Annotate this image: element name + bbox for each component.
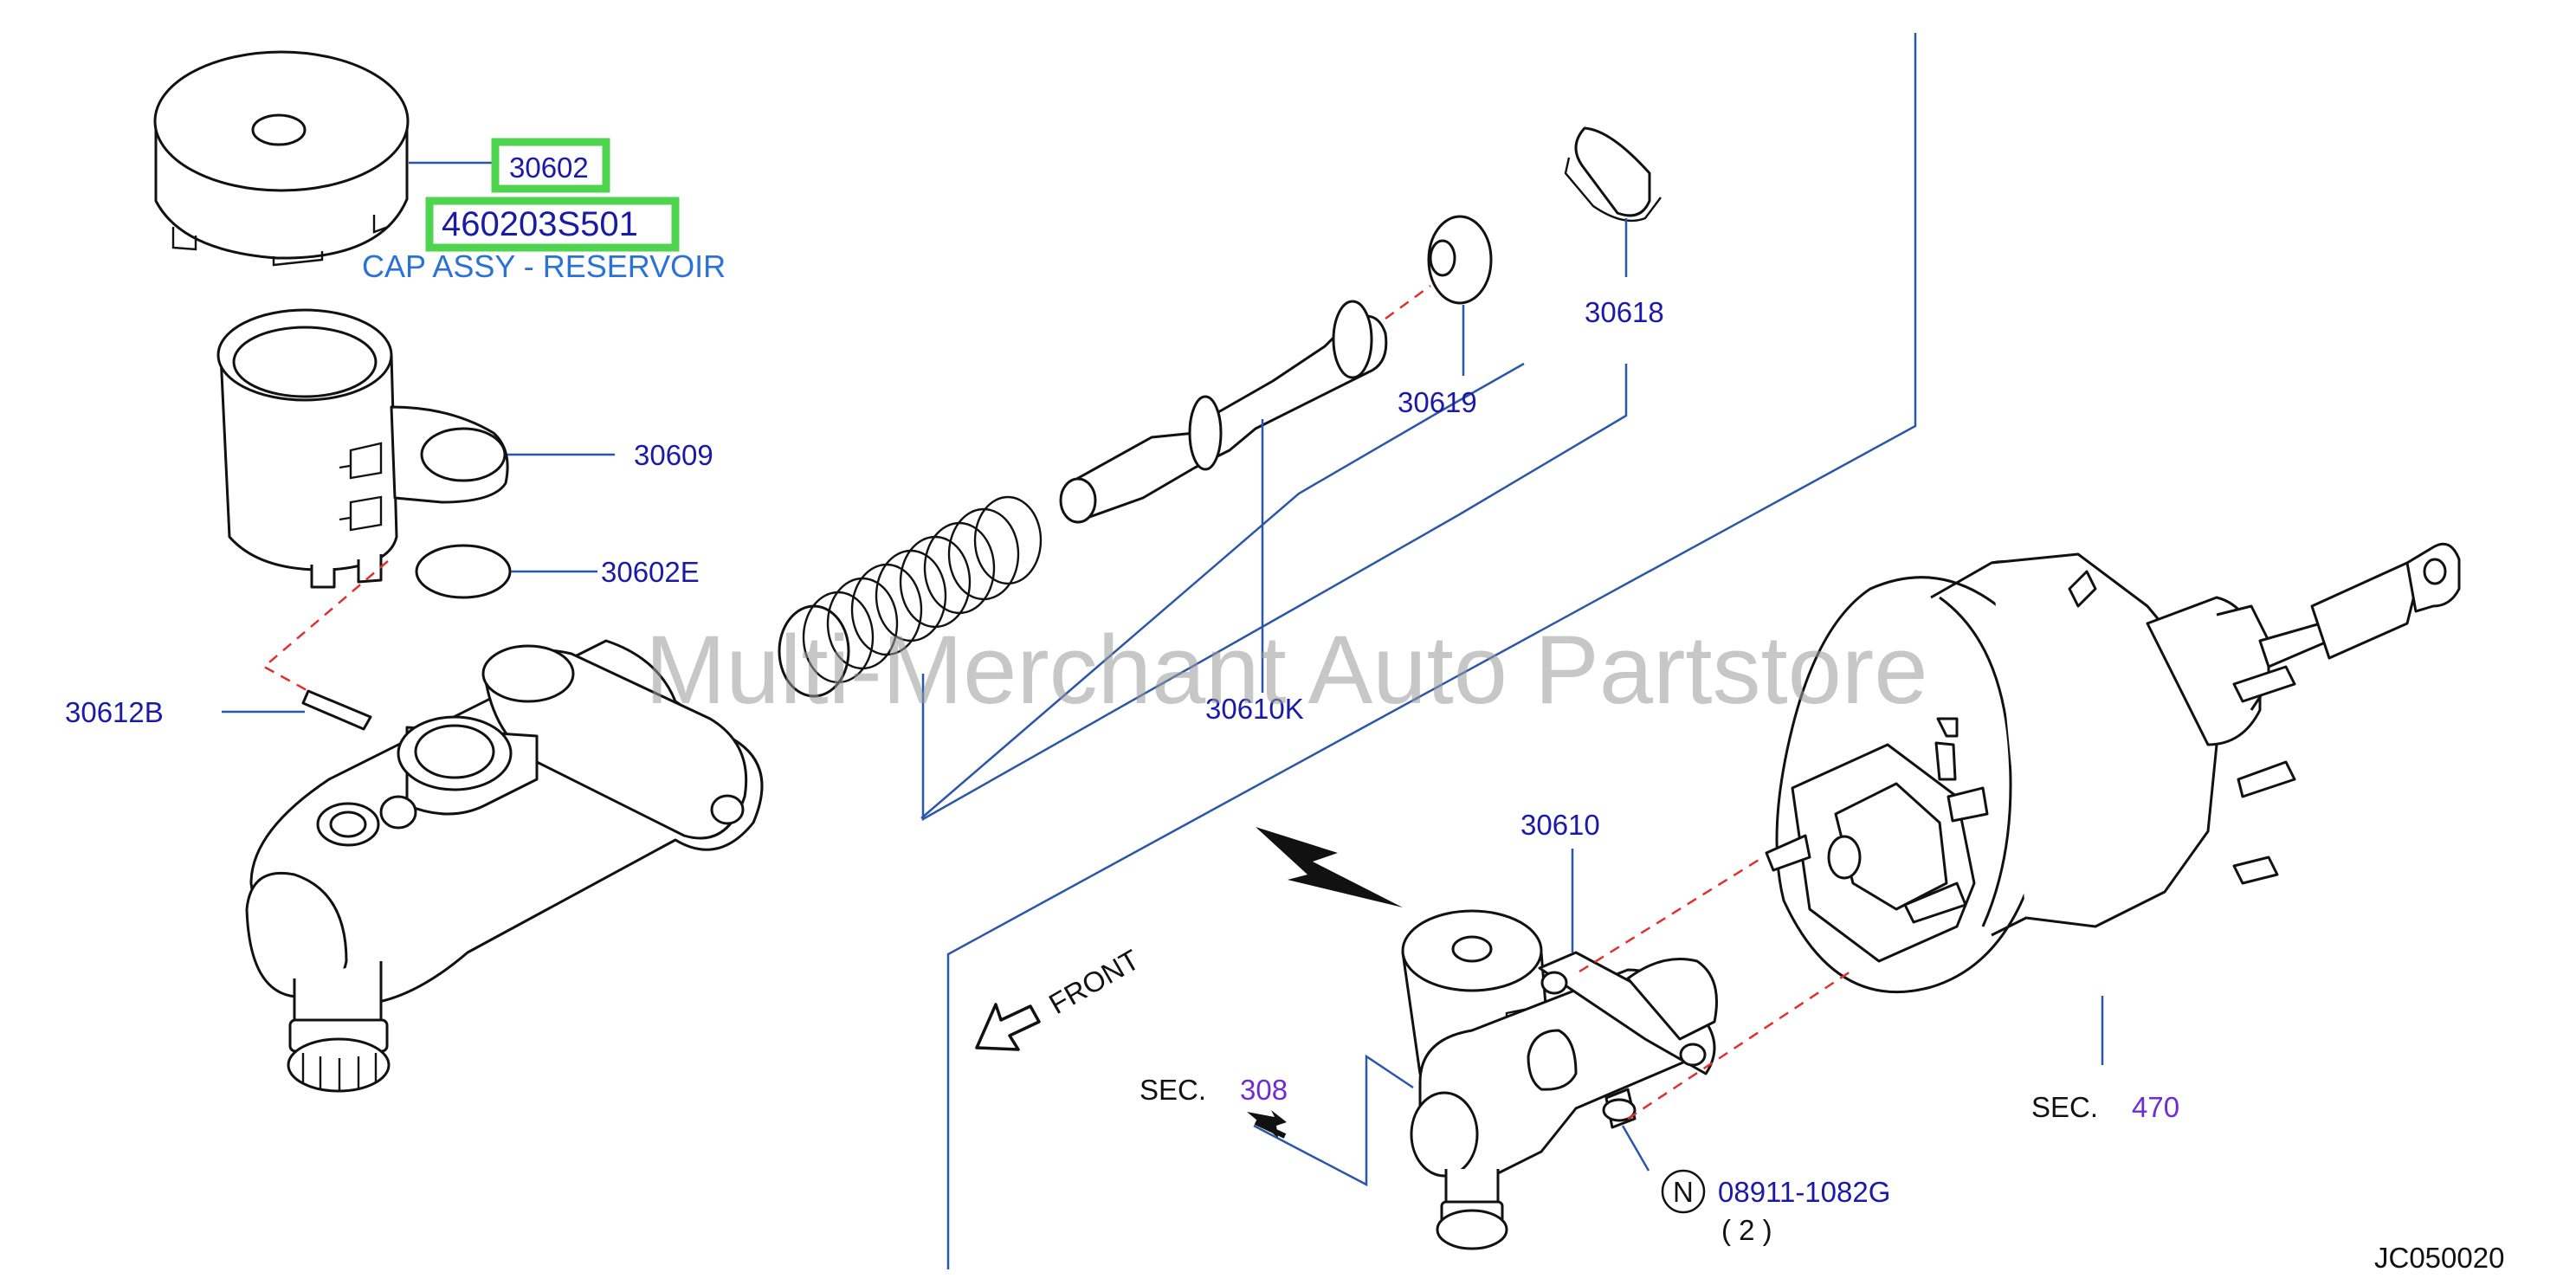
part-number-460203S501[interactable]: 460203S501 [442, 205, 638, 243]
bolt-symbol: N [1661, 1169, 1706, 1214]
diagram-code: JC050020 [2374, 1242, 2504, 1274]
dashed-seal-guide [1385, 284, 1431, 320]
front-direction-arrow [1256, 827, 1403, 907]
highlight-box-part-number [425, 197, 680, 252]
dashed-stud-guide-1 [1579, 856, 1764, 973]
sec-label-308: SEC. [1140, 1074, 1206, 1106]
callout-30610[interactable]: 30610 [1520, 809, 1600, 841]
callout-30610K[interactable]: 30610K [1205, 693, 1304, 725]
front-outline-arrow [975, 1003, 1041, 1051]
bolt-symbol-letter: N [1673, 1176, 1694, 1208]
brake-booster-drawing [1765, 542, 2461, 994]
sec-308-arrow [1247, 1110, 1287, 1139]
bolt-quantity: ( 2 ) [1721, 1214, 1772, 1246]
dashed-stud-guide-2 [1627, 968, 1854, 1120]
master-cylinder-assembly-drawing [1401, 909, 1718, 1250]
callout-30618[interactable]: 30618 [1585, 296, 1664, 328]
bolt-part-number[interactable]: 08911-1082G [1718, 1176, 1890, 1208]
front-label: FRONT [1043, 943, 1145, 1020]
reservoir-drawing [216, 308, 509, 589]
sec-308-link[interactable]: 308 [1240, 1074, 1288, 1106]
spring-drawing [778, 495, 1043, 698]
sec-label-470: SEC. [2031, 1091, 2098, 1123]
leader-sec-308 [1253, 1054, 1414, 1187]
leader-bolt [1621, 1125, 1650, 1172]
sec-470-link[interactable]: 470 [2132, 1091, 2179, 1123]
callout-30619[interactable]: 30619 [1398, 386, 1477, 418]
part-name-cap-assy: CAP ASSY - RESERVOIR [362, 249, 726, 284]
leader-spring-group [921, 364, 1628, 822]
piston-drawing [1059, 300, 1388, 524]
grommet-drawing [415, 544, 512, 599]
callout-30602E[interactable]: 30602E [601, 556, 700, 588]
callout-30602[interactable]: 30602 [509, 152, 589, 184]
highlight-box-30602 [491, 138, 610, 193]
boundary-lines [920, 33, 1917, 1269]
watermark: Multi-Merchant Auto Partstore [645, 616, 1927, 724]
pin-drawing [301, 689, 372, 731]
master-cylinder-large-drawing [245, 639, 764, 1093]
reservoir-cap-drawing [153, 50, 410, 267]
callout-30612B[interactable]: 30612B [65, 696, 164, 728]
snap-ring-drawing [1564, 126, 1662, 223]
seal-drawing [1427, 215, 1493, 305]
callout-30609[interactable]: 30609 [634, 439, 713, 471]
